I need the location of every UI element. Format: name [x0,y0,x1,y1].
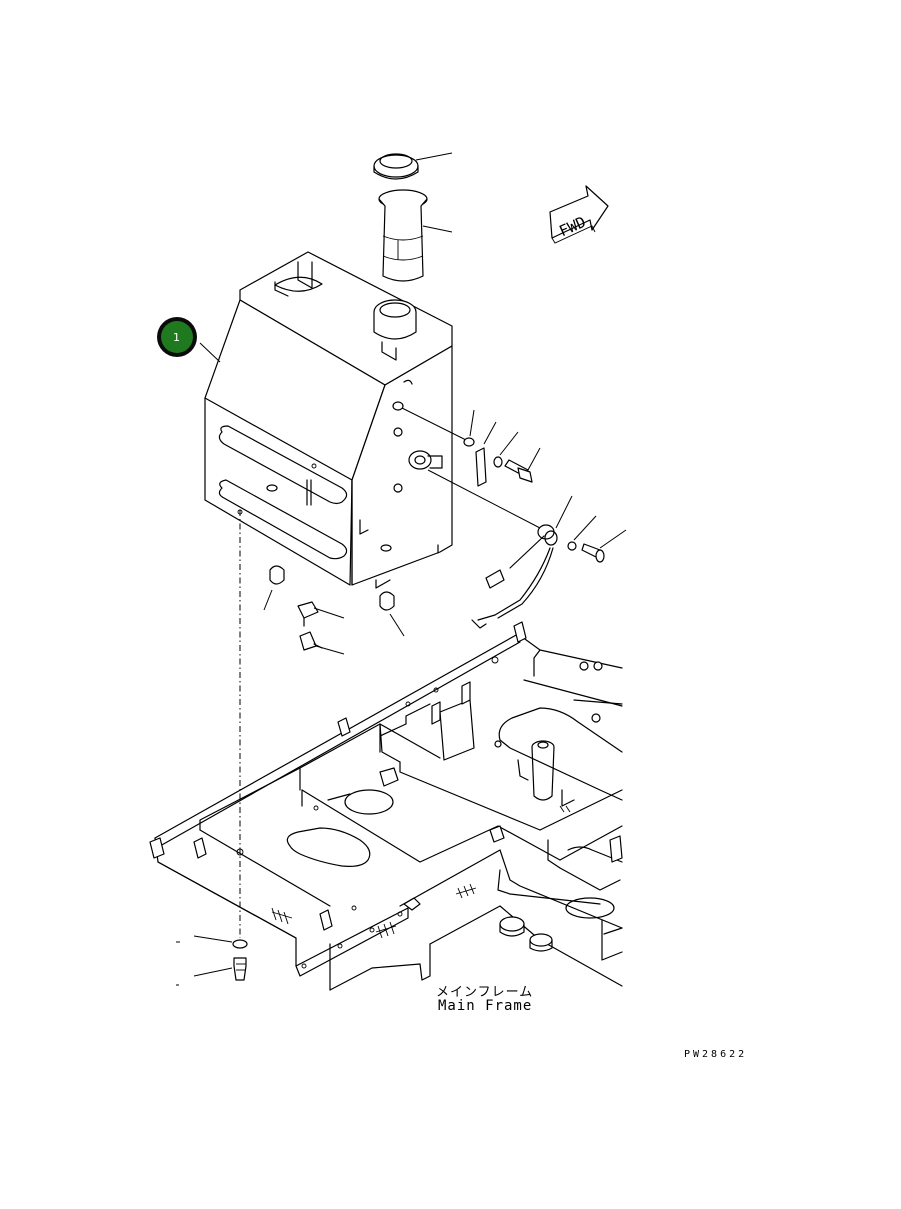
filler-cap [373,152,453,180]
main-frame-label-english: Main Frame [438,998,533,1014]
mounting-bolt [176,935,248,986]
fwd-arrow: FWD [549,185,609,244]
callout-leader [199,342,221,363]
filler-strainer [378,189,453,282]
main-frame [149,621,623,991]
under-tank-fittings [263,565,405,655]
gauge-hardware [401,407,627,629]
main-frame-label-japanese: メインフレーム [436,985,534,1000]
callout-number: 1 [173,331,180,344]
callout-1[interactable]: 1 [157,317,197,357]
drawing-code: PW28622 [684,1049,748,1060]
fuel-tank [204,251,453,589]
